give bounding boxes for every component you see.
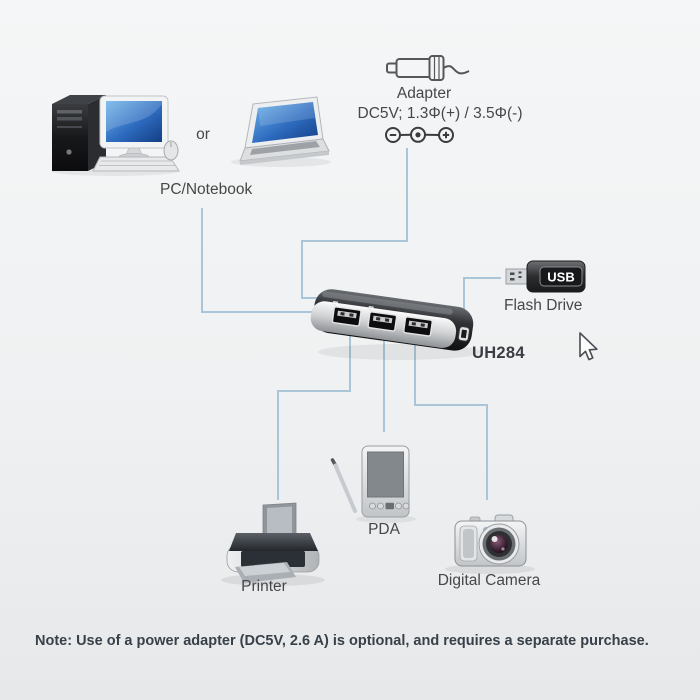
connector-hub-to-printer xyxy=(277,328,351,500)
pda-icon xyxy=(330,445,416,523)
digital-camera-icon xyxy=(445,514,535,574)
mouse-cursor-icon xyxy=(579,332,598,361)
adapter-spec-label: DC5V; 1.3Φ(+) / 3.5Φ(-) xyxy=(357,105,523,122)
adapter-label: Adapter xyxy=(396,85,452,102)
connector-hub-to-camera xyxy=(414,336,488,500)
usb-flash-drive-icon: USB xyxy=(505,260,586,293)
pc-notebook-label: PC/Notebook xyxy=(160,181,253,198)
desktop-pc-icon xyxy=(51,95,180,176)
or-label: or xyxy=(196,126,210,143)
flash-drive-label: Flash Drive xyxy=(504,297,583,314)
digital-camera-label: Digital Camera xyxy=(437,572,541,589)
printer-icon xyxy=(221,502,325,586)
note-text: Note: Use of a power adapter (DC5V, 2.6 … xyxy=(35,633,649,649)
power-adapter-icon xyxy=(386,55,470,81)
dc-polarity-icon xyxy=(385,126,454,143)
printer-label: Printer xyxy=(241,578,287,595)
laptop-icon xyxy=(231,96,331,167)
usb-connector-label: USB xyxy=(547,270,574,285)
connector-adapter-to-hub xyxy=(301,148,408,299)
pda-label: PDA xyxy=(368,521,400,538)
hub-model-label: UH284 xyxy=(472,344,525,362)
connector-pc-to-hub xyxy=(201,208,322,313)
usb-hub-icon xyxy=(310,289,482,360)
